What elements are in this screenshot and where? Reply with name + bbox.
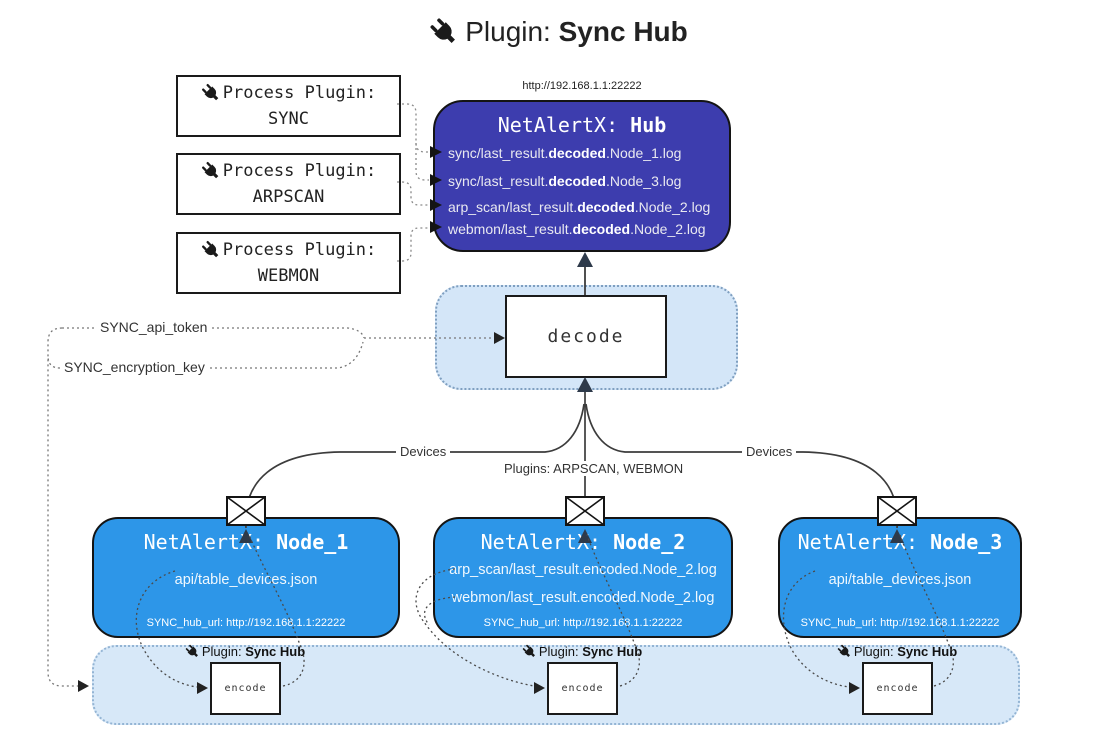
process-plugin-arpscan: Process Plugin: ARPSCAN [176, 153, 401, 215]
file-bold: decoded [577, 199, 635, 215]
hub-file-row: sync/last_result.decoded.Node_3.log [448, 171, 730, 191]
encode-box-2: encode [547, 662, 618, 715]
node-title: NetAlertX: Node_2 [435, 530, 731, 554]
node-title-bold: Node_3 [930, 530, 1003, 554]
plug-icon [521, 643, 537, 660]
file-post: .Node_2.log [634, 199, 711, 215]
node-title-bold: Node_1 [276, 530, 349, 554]
file-pre: arp_scan/last_result. [448, 199, 578, 215]
node-file: arp_scan/last_result.encoded.Node_2.log [449, 562, 717, 578]
node-title-prefix: NetAlertX: [797, 530, 931, 554]
node-hub-url: SYNC_hub_url: http://192.168.1.1:22222 [146, 617, 346, 629]
plug-icon [184, 643, 200, 660]
plug-icon [836, 643, 852, 660]
node-title-prefix: NetAlertX: [480, 530, 614, 554]
process-plugin-name: SYNC [268, 109, 309, 129]
page-title-bold: Sync Hub [558, 16, 688, 47]
hub-url-label: http://192.168.1.1:22222 [522, 80, 642, 92]
encode-label: encode [224, 683, 267, 694]
node-3-box: NetAlertX: Node_3 api/table_devices.json… [778, 517, 1022, 638]
hub-title-prefix: NetAlertX: [497, 113, 631, 137]
hub-file-row: arp_scan/last_result.decoded.Node_2.log [448, 197, 730, 217]
file-pre: webmon/last_result. [448, 221, 573, 237]
plug-icon [200, 82, 221, 104]
node-2-box: NetAlertX: Node_2 arp_scan/last_result.e… [433, 517, 733, 638]
file-post: .Node_1.log [605, 145, 682, 161]
plugin-label-prefix: Plugin: [201, 644, 246, 659]
process-plugin-sync: Process Plugin: SYNC [176, 75, 401, 137]
node-title: NetAlertX: Node_3 [780, 530, 1020, 554]
file-bold: decoded [572, 221, 631, 237]
plug-icon [428, 16, 460, 48]
encode-plugin-label: Plugin: Sync Hub [155, 643, 335, 660]
plug-icon [200, 160, 221, 182]
plugin-label-prefix: Plugin: [853, 644, 898, 659]
encode-label: encode [876, 683, 919, 694]
node-title-prefix: NetAlertX: [143, 530, 277, 554]
plugin-label-prefix: Plugin: [538, 644, 583, 659]
hub-title: NetAlertX: Hub [435, 113, 729, 137]
file-pre: sync/last_result. [448, 173, 549, 189]
file-post: .Node_3.log [605, 173, 682, 189]
process-plugin-name: ARPSCAN [252, 187, 325, 207]
plugin-label-bold: Sync Hub [582, 644, 643, 659]
encode-plugin-label: Plugin: Sync Hub [807, 643, 987, 660]
process-plugin-label: Process Plugin: [222, 161, 377, 181]
hub-file-row: sync/last_result.decoded.Node_1.log [448, 143, 730, 163]
process-plugin-label: Process Plugin: [222, 83, 377, 103]
encode-label: encode [561, 683, 604, 694]
encode-box-3: encode [862, 662, 933, 715]
process-plugin-webmon: Process Plugin: WEBMON [176, 232, 401, 294]
decode-box: decode [505, 295, 667, 378]
process-plugin-label: Process Plugin: [222, 240, 377, 260]
plugin-label-bold: Sync Hub [897, 644, 958, 659]
file-bold: decoded [548, 173, 606, 189]
hub-file-row: webmon/last_result.decoded.Node_2.log [448, 219, 730, 239]
node-hub-url: SYNC_hub_url: http://192.168.1.1:22222 [800, 617, 1000, 629]
encode-plugin-label: Plugin: Sync Hub [492, 643, 672, 660]
node-file: api/table_devices.json [174, 572, 318, 588]
page-title: Plugin: Sync Hub [0, 16, 1117, 48]
hub-title-bold: Hub [630, 113, 667, 137]
plugin-label-bold: Sync Hub [245, 644, 306, 659]
node-hub-url: SYNC_hub_url: http://192.168.1.1:22222 [483, 617, 683, 629]
node-file: webmon/last_result.encoded.Node_2.log [451, 590, 715, 606]
node-file: api/table_devices.json [828, 572, 972, 588]
node-1-box: NetAlertX: Node_1 api/table_devices.json… [92, 517, 400, 638]
plug-icon [200, 239, 221, 261]
file-bold: decoded [548, 145, 606, 161]
encode-box-1: encode [210, 662, 281, 715]
node-title: NetAlertX: Node_1 [94, 530, 398, 554]
node-title-bold: Node_2 [613, 530, 686, 554]
page-title-prefix: Plugin: [465, 16, 559, 47]
decode-label: decode [547, 326, 625, 347]
file-pre: sync/last_result. [448, 145, 549, 161]
process-plugin-name: WEBMON [257, 266, 320, 286]
file-post: .Node_2.log [630, 221, 706, 237]
hub-box: NetAlertX: Hub sync/last_result.decoded.… [433, 100, 731, 252]
